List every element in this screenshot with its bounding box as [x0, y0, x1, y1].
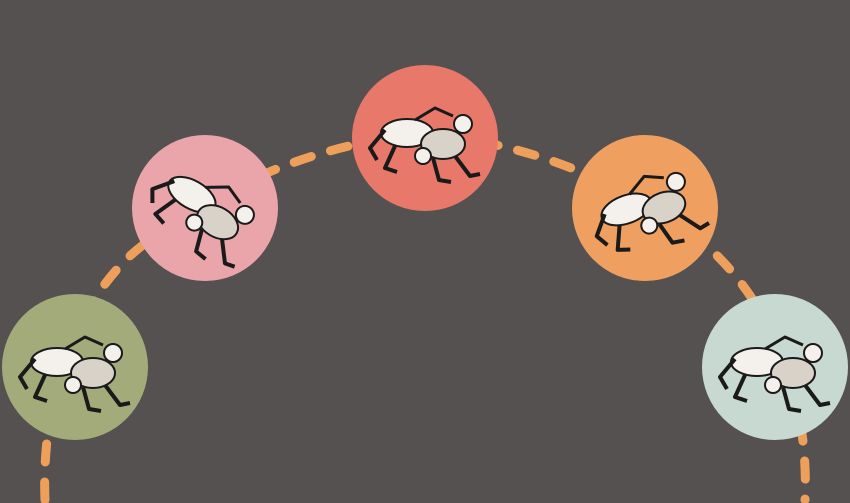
position-4 [572, 135, 718, 281]
ground-fighters-icon [718, 335, 831, 413]
position-5 [702, 294, 848, 440]
position-2 [132, 135, 278, 281]
grappling-fighters-icon [594, 171, 711, 252]
standing-clinch-fighters-icon [368, 106, 481, 184]
position-1 [2, 294, 148, 440]
grappling-fighters-icon [150, 175, 255, 269]
grappling-fighters-icon [18, 335, 131, 413]
position-3 [352, 65, 498, 211]
